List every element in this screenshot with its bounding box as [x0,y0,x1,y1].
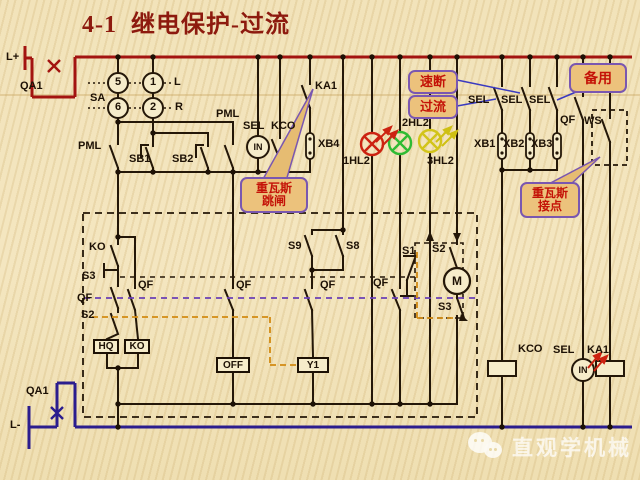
label-pml-right: PML [216,108,240,120]
label-sb2: SB2 [172,153,194,165]
sa-contact-5: 5 [114,76,122,88]
in-relay-top-label: IN [253,142,263,152]
callout-gas-contact-line2: 接点 [537,199,562,213]
label-1hl2: 1HL2 [343,155,370,167]
label-l: L [174,76,181,88]
callout-gas-contact: 重瓦斯 接点 [520,182,580,218]
label-qf-mid2: QF [236,279,252,291]
motor-label: M [452,274,462,288]
label-s3-left: S3 [82,270,96,282]
in-relay-circles [246,135,595,382]
label-ws: WS [584,115,602,127]
label-sb1: SB1 [129,153,151,165]
callout-gas-trip: 重瓦斯 跳闸 [240,177,308,213]
label-qf-mid4: QF [373,277,389,289]
xb-connector-pins [308,137,559,155]
label-qf-left: QF [77,292,93,304]
label-kco-mid: KCO [271,120,296,132]
label-qa1-bottom: QA1 [26,385,49,397]
flow-arrows-yellow [435,125,459,147]
label-xb1: XB1 [474,138,496,150]
motor-circle [442,266,472,296]
callout-quick-break: 速断 [408,70,458,94]
label-sa: SA [90,92,106,104]
label-sel-1: SEL [468,94,490,106]
label-sel-3: SEL [529,94,551,106]
label-ka1-bottom: KA1 [587,344,610,356]
label-qf-mid3: QF [320,279,336,291]
negative-bus [27,381,632,449]
hq-coil-box: HQ [93,339,119,354]
watermark-text: 直观学机械 [512,437,632,460]
label-xb3: XB3 [531,138,553,150]
callout-overcurrent: 过流 [408,95,458,119]
flow-arrows-red [375,125,609,372]
label-l-plus: L+ [6,51,20,63]
background-band [0,94,640,96]
sa-contact-1: 1 [149,76,157,88]
label-r: R [175,101,183,113]
label-xb4: XB4 [318,138,340,150]
sa-switch-contacts [107,72,164,119]
label-xb2: XB2 [503,138,525,150]
ko-coil-box: KO [124,339,150,354]
label-s2-mid: S2 [432,243,446,255]
positive-bus [23,46,632,99]
label-qf-mid1: QF [138,279,154,291]
label-sel-2: SEL [501,94,523,106]
callout-gas-trip-line1: 重瓦斯 [255,181,292,196]
label-ka1-top: KA1 [315,80,338,92]
label-l-minus: L- [10,419,21,431]
label-s1: S1 [402,245,416,257]
label-pml-left: PML [78,140,102,152]
callout-lines [456,79,577,107]
page-title: 4-1 继电保护-过流 [82,12,290,38]
connector-arrows [426,231,468,321]
label-s8: S8 [346,240,360,252]
label-qf-topright: QF [560,114,576,126]
wechat-icon [468,430,508,464]
lamp-1hl2 [359,131,385,157]
label-qa1-top: QA1 [20,80,43,92]
callout-backup: 备用 [569,63,627,93]
watermark: 直观学机械 [468,430,632,464]
label-s3-mid: S3 [438,301,452,313]
label-ko: KO [89,241,106,253]
sa-contact-6: 6 [114,101,122,113]
label-2hl2: 2HL2 [402,117,429,129]
label-kco-bottom: KCO [518,343,543,355]
xb-connectors [305,132,562,160]
off-box: OFF [216,357,250,373]
junction-dots [115,54,613,430]
label-s9: S9 [288,240,302,252]
dashed-enclosures [82,82,628,418]
in-relay-bottom-label: IN [578,365,588,375]
sa-contact-2: 2 [149,101,157,113]
label-3hl2: 3HL2 [427,155,454,167]
y1-box: Y1 [297,357,329,373]
label-sel-mid: SEL [243,120,265,132]
label-sel-bottom: SEL [553,344,575,356]
callout-gas-trip-line2: 跳闸 [261,194,286,208]
label-s2-left: S2 [81,309,95,321]
lamp-3hl2 [417,128,443,154]
callout-gas-contact-line1: 重瓦斯 [531,186,568,201]
